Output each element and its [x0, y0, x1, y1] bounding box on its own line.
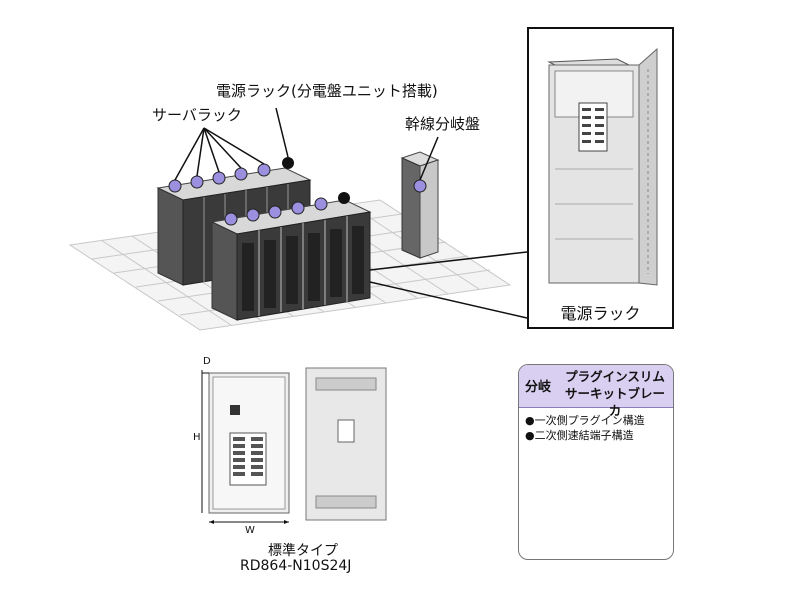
leader-lines	[174, 107, 528, 319]
breaker-feature-2: ●二次側速結端子構造	[525, 429, 634, 442]
power-rack-markers	[282, 157, 350, 204]
dimension-h-label: H	[193, 432, 201, 443]
panel-type-label: 標準タイプ	[268, 543, 338, 559]
server-rack-label: サーバラック	[152, 106, 242, 124]
trunk-panel-illustration	[400, 151, 440, 259]
breaker-title-line2: サーキットブレーカ	[564, 386, 665, 418]
breaker-feature-1: ●一次側プラグイン構造	[525, 414, 645, 427]
panel-back-illustration	[305, 367, 387, 521]
panel-front-illustration	[201, 370, 290, 524]
breaker-tag: 分岐	[525, 380, 552, 395]
breaker-title-line1: プラグインスリム	[565, 369, 665, 384]
breaker-header: 分岐 プラグインスリム サーキットブレーカ	[519, 365, 673, 418]
server-rack-row-front	[210, 199, 372, 321]
breaker-info-box: 分岐 プラグインスリム サーキットブレーカ ●一次側プラグイン構造 ●二次側速結…	[518, 364, 674, 560]
panel-model-label: RD864-N10S24J	[240, 558, 352, 574]
trunk-panel-label: 幹線分岐盤	[405, 115, 481, 133]
dimension-d-label: D	[203, 356, 211, 367]
power-rack-unit-label: 電源ラック(分電盤ユニット搭載)	[216, 82, 438, 100]
breaker-title: プラグインスリム サーキットブレーカ	[559, 368, 671, 419]
power-rack-cabinet	[547, 47, 658, 286]
power-rack-inset: 電源ラック	[527, 27, 674, 329]
power-rack-caption: 電源ラック	[560, 304, 641, 323]
dimension-w-label: W	[245, 525, 255, 536]
